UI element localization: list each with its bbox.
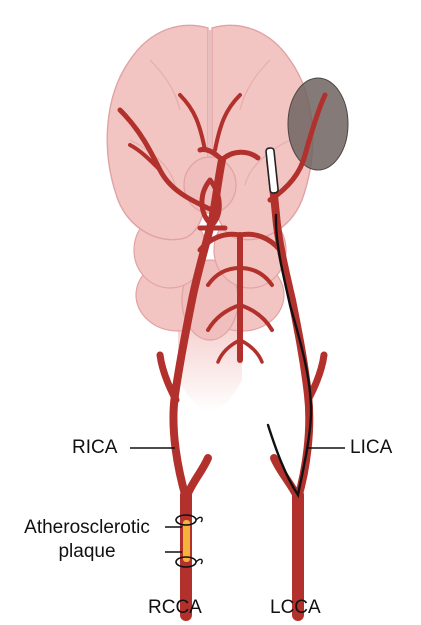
label-leaders xyxy=(130,448,345,552)
rica-label: RICA xyxy=(72,438,117,458)
right-hemisphere xyxy=(107,25,208,239)
plaque-label-line2: plaque xyxy=(12,542,162,562)
ischemic-lesion xyxy=(288,78,348,170)
brain xyxy=(107,25,348,412)
atherosclerotic-plaque xyxy=(176,515,202,567)
left-external-carotid xyxy=(274,458,298,498)
lcca-label: LCCA xyxy=(270,598,321,618)
diencephalon xyxy=(184,157,236,213)
lica-label: LICA xyxy=(350,438,392,458)
plaque-label-line1: Atherosclerotic xyxy=(12,518,162,538)
right-external-carotid xyxy=(186,458,208,498)
rcca-label: RCCA xyxy=(148,598,202,618)
